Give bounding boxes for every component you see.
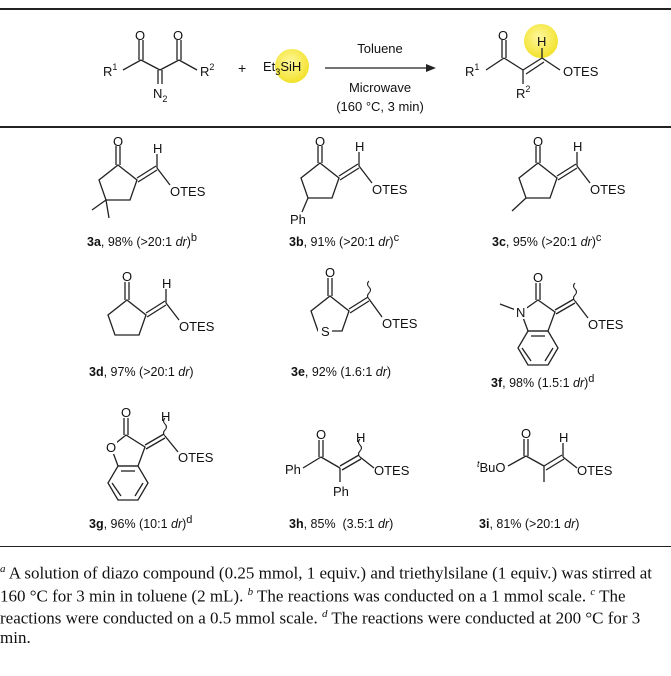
compound-label-3c: 3c, 95% (>20:1 dr)c xyxy=(492,232,602,250)
label-silane: Et3SiH xyxy=(263,59,301,77)
footnote-text: a A solution of diazo compound (0.25 mmo… xyxy=(0,563,653,647)
compound-label-3g: 3g, 96% (10:1 dr)d xyxy=(89,514,193,532)
atom-o: O xyxy=(533,270,543,285)
label-r2: R2 xyxy=(200,62,214,79)
atom-s: S xyxy=(321,324,330,339)
atom-o: O xyxy=(106,440,116,455)
compound-label-3i: 3i, 81% (>20:1 dr) xyxy=(479,517,580,532)
atom-o: O xyxy=(135,28,145,43)
label-r1: R1 xyxy=(103,62,117,79)
atom-h: H xyxy=(161,409,170,424)
structure-3h xyxy=(302,438,375,482)
atom-o: O xyxy=(325,265,335,280)
atom-h: H xyxy=(559,430,568,445)
atom-h: H xyxy=(537,34,546,49)
atom-o: O xyxy=(121,405,131,420)
label-tbuo: tBuO xyxy=(477,459,506,475)
bottom-rule xyxy=(0,546,671,547)
table-footnotes: a A solution of diazo compound (0.25 mmo… xyxy=(0,560,671,647)
label-ph: Ph xyxy=(333,484,349,499)
atom-o: O xyxy=(173,28,183,43)
diazo-substrate xyxy=(122,40,198,84)
compound-label-3f: 3f, 98% (1.5:1 dr)d xyxy=(491,373,595,391)
structure-3i xyxy=(507,439,578,482)
label-otes: OTES xyxy=(382,316,418,331)
label-ph: Ph xyxy=(285,462,301,477)
label-otes: OTES xyxy=(170,184,206,199)
label-otes: OTES xyxy=(577,463,613,478)
atom-o: O xyxy=(521,426,531,441)
label-r1: R1 xyxy=(465,62,479,79)
atom-h: H xyxy=(356,430,365,445)
condition-temperature: (160 °C, 3 min) xyxy=(336,99,424,114)
atom-h: H xyxy=(162,276,171,291)
atom-o: O xyxy=(113,134,123,149)
structure-3f xyxy=(499,282,589,366)
product-hydrogen-highlight xyxy=(524,24,558,58)
top-rule xyxy=(0,8,671,10)
enol-ether-product xyxy=(485,40,561,84)
structure-3c xyxy=(511,146,591,212)
atom-o: O xyxy=(533,134,543,149)
compound-label-3a: 3a, 98% (>20:1 dr)b xyxy=(87,232,198,250)
condition-method: Microwave xyxy=(349,80,411,95)
compound-label-3h: 3h, 85% (3.5:1 dr) xyxy=(289,517,394,532)
compound-label-3e: 3e, 92% (1.6:1 dr) xyxy=(291,365,392,380)
compound-label-3b: 3b, 91% (>20:1 dr)c xyxy=(289,232,400,250)
structure-3a xyxy=(91,146,171,219)
reaction-arrow xyxy=(325,64,436,72)
plus-sign: + xyxy=(238,60,246,76)
label-otes: OTES xyxy=(588,317,624,332)
atom-n: N xyxy=(516,305,525,320)
header-rule xyxy=(0,126,671,128)
label-n2: N2 xyxy=(153,86,167,104)
atom-h: H xyxy=(573,139,582,154)
label-otes: OTES xyxy=(590,182,626,197)
atom-o: O xyxy=(498,28,508,43)
label-otes: OTES xyxy=(372,182,408,197)
label-otes: OTES xyxy=(374,463,410,478)
atom-o: O xyxy=(122,269,132,284)
structure-3g xyxy=(107,417,179,501)
label-otes: OTES xyxy=(179,319,215,334)
atom-o: O xyxy=(316,427,326,442)
label-ph: Ph xyxy=(290,212,306,227)
label-otes: OTES xyxy=(563,64,599,79)
atom-o: O xyxy=(315,134,325,149)
label-r2: R2 xyxy=(516,84,530,101)
structure-3d xyxy=(107,282,180,336)
silane-hydrogen-highlight xyxy=(275,49,309,83)
reaction-scheme: O O R1 R2 N2 + Et3SiH Toluene Microwave … xyxy=(91,24,626,501)
condition-solvent: Toluene xyxy=(357,41,403,56)
label-otes: OTES xyxy=(178,450,214,465)
atom-h: H xyxy=(355,139,364,154)
compound-label-3d: 3d, 97% (>20:1 dr) xyxy=(89,365,194,380)
atom-h: H xyxy=(153,141,162,156)
structure-3b xyxy=(300,146,373,213)
